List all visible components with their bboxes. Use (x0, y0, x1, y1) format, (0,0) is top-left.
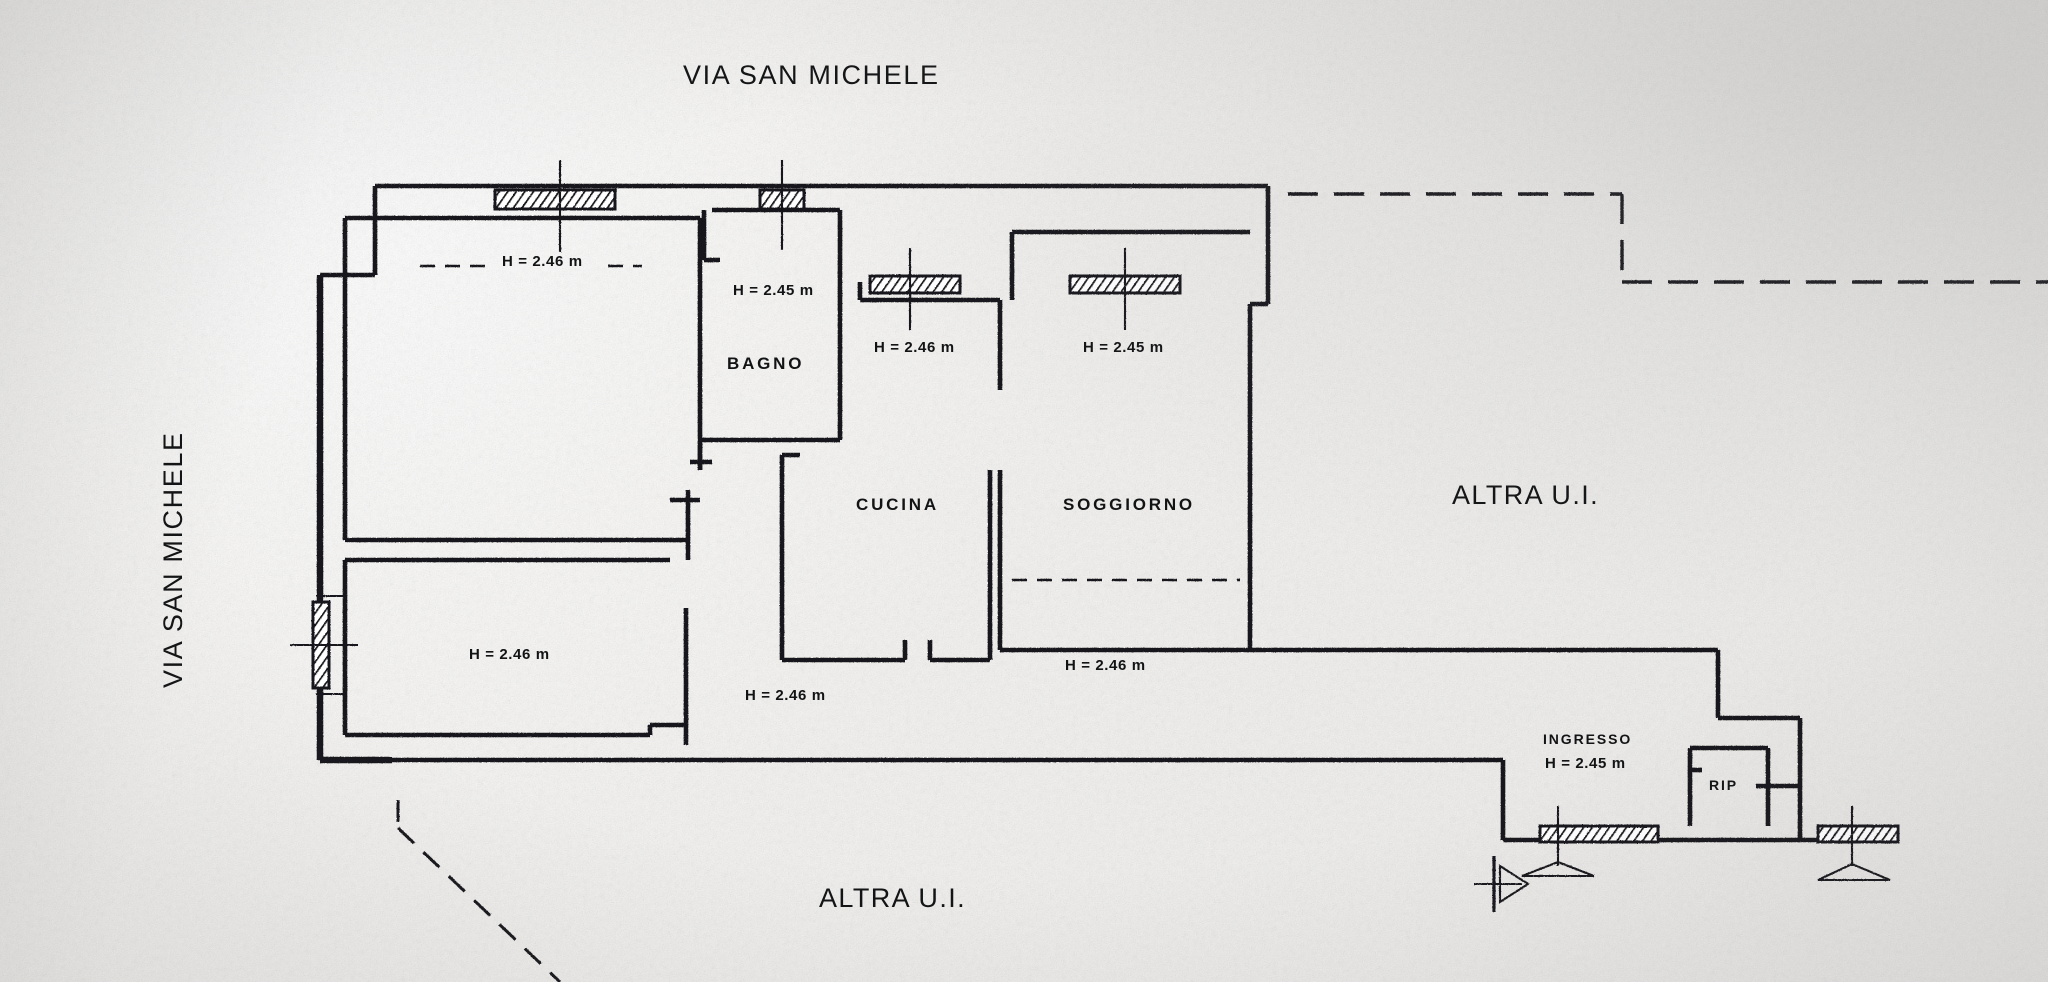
room-bagno-walls (690, 207, 843, 470)
door-ingresso-main (1521, 806, 1660, 878)
dashed-reference-lines (420, 264, 1240, 582)
door-entry-left (1474, 856, 1530, 912)
unit-boundary-right (1247, 186, 1803, 840)
height-note-disimpegno: H = 2.46 m (874, 339, 955, 356)
interior-wall-west (670, 490, 700, 560)
room-camera-nord (342, 215, 703, 543)
room-ripostiglio-walls (1687, 745, 1800, 826)
room-label-bagno: BAGNO (727, 354, 804, 373)
window-west-facade (290, 594, 358, 696)
room-soggiorno-walls (997, 229, 1250, 653)
room-label-soggiorno: SOGGIORNO (1063, 495, 1195, 514)
height-note-bagno: H = 2.45 m (733, 282, 814, 299)
room-label-cucina: CUCINA (856, 495, 939, 514)
window-corridor (868, 248, 962, 330)
height-note-corridoio: H = 2.46 m (745, 687, 826, 704)
window-north-camera (493, 160, 617, 252)
room-cucina-walls (779, 452, 993, 663)
height-note-camera-sud: H = 2.46 m (469, 646, 550, 663)
height-note-ingresso: H = 2.45 m (1545, 755, 1626, 772)
street-label-left: VIA SAN MICHELE (158, 431, 188, 688)
window-soggiorno (1068, 248, 1182, 330)
property-boundary-dashed (1288, 192, 2048, 284)
street-label-top: VIA SAN MICHELE (683, 60, 940, 90)
height-note-camera-nord: H = 2.46 m (502, 253, 583, 270)
property-boundary-dashed-bottom-left (396, 800, 562, 982)
room-label-ripostiglio: RIP (1709, 777, 1738, 793)
door-openings-interior (650, 640, 933, 728)
room-label-ingresso: INGRESSO (1543, 731, 1632, 747)
height-note-soggiorno-top: H = 2.45 m (1083, 339, 1164, 356)
neighbour-unit-bottom: ALTRA U.I. (819, 883, 966, 913)
door-right-secondary (1816, 806, 1900, 882)
corridor-walls (857, 232, 1015, 390)
neighbour-unit-right: ALTRA U.I. (1452, 480, 1599, 510)
window-north-bagno (758, 160, 806, 250)
height-note-soggiorno: H = 2.46 m (1065, 657, 1146, 674)
